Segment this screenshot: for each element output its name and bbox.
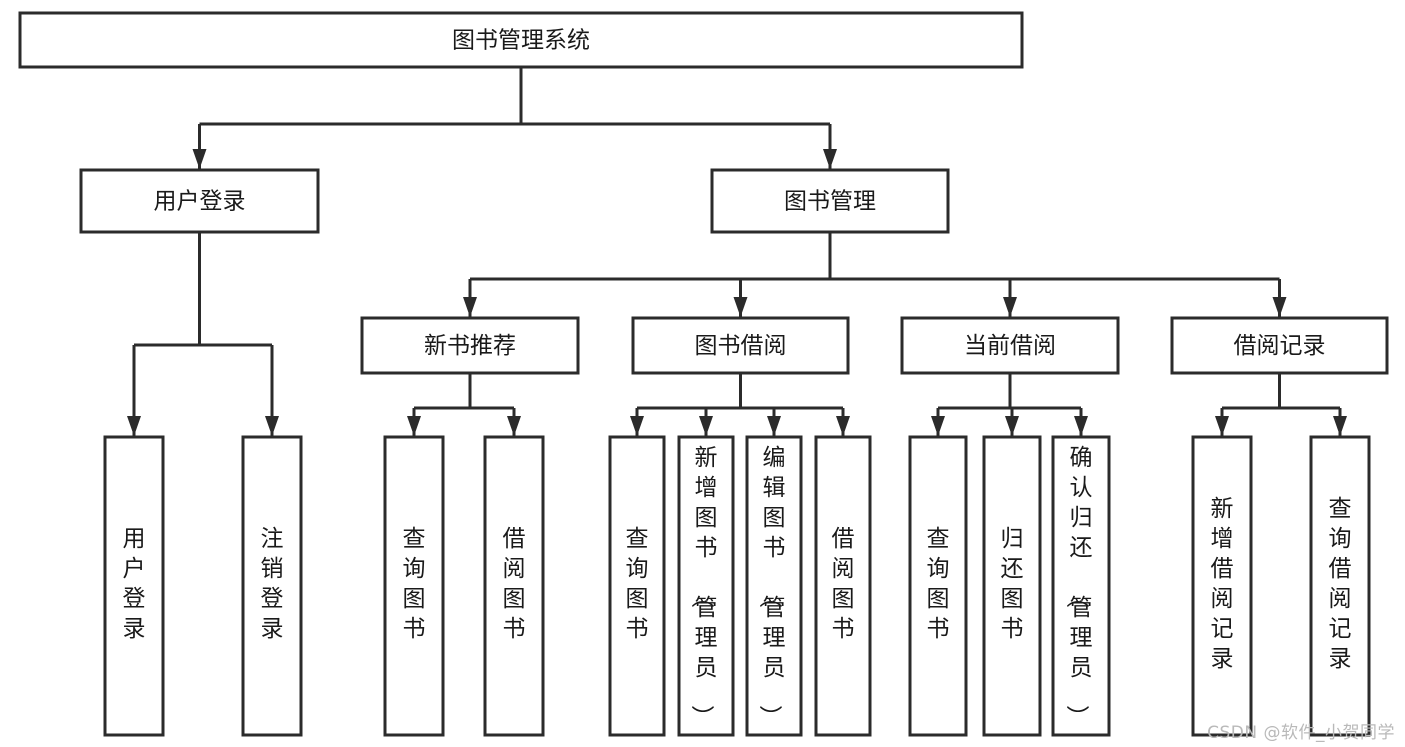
node-label-leaf-borrow-book: 借阅图书 (832, 526, 855, 642)
node-layer: 图书管理系统用户登录图书管理新书推荐图书借阅当前借阅借阅记录用户登录注销登录查询… (18, 11, 1389, 737)
arrow-head-icon (1003, 297, 1017, 317)
node-label-leaf-query-record: 查询借阅记录 (1329, 496, 1352, 672)
node-box-leaf-borrow-book-rec (483, 435, 545, 737)
node-leaf-query-book-borrow[interactable]: 查询图书 (608, 435, 666, 737)
connector-group-book-manage (463, 232, 1287, 317)
node-leaf-confirm-return[interactable]: 确认归还（管理员） (1051, 435, 1111, 737)
node-current-borrow[interactable]: 当前借阅 (900, 316, 1120, 375)
node-book-borrow[interactable]: 图书借阅 (631, 316, 850, 375)
node-box-leaf-borrow-book (814, 435, 872, 737)
node-label-leaf-edit-book: 编辑图书（管理员） (757, 445, 786, 728)
arrow-head-icon (192, 149, 207, 169)
node-box-leaf-query-record (1309, 435, 1371, 737)
node-label-current-borrow: 当前借阅 (964, 333, 1056, 359)
node-leaf-borrow-book-rec[interactable]: 借阅图书 (483, 435, 545, 737)
arrow-head-icon (931, 416, 945, 436)
arrow-head-icon (265, 416, 279, 436)
node-box-leaf-add-record (1191, 435, 1253, 737)
node-box-borrow-record (1170, 316, 1389, 375)
connector-group-root (192, 67, 837, 169)
node-box-book-borrow (631, 316, 850, 375)
node-box-leaf-query-book-borrow (608, 435, 666, 737)
node-leaf-add-record[interactable]: 新增借阅记录 (1191, 435, 1253, 737)
arrow-head-icon (407, 416, 421, 436)
node-box-leaf-query-book-cur (908, 435, 968, 737)
arrow-head-icon (836, 416, 850, 436)
node-label-root: 图书管理系统 (452, 28, 590, 54)
node-box-leaf-return-book (982, 435, 1042, 737)
arrow-head-icon (507, 416, 521, 436)
node-box-leaf-logout (241, 435, 303, 737)
node-label-leaf-add-book: 新增图书（管理员） (689, 445, 718, 728)
node-box-user-login (79, 168, 320, 234)
node-leaf-user-login[interactable]: 用户登录 (103, 435, 165, 737)
node-book-manage[interactable]: 图书管理 (710, 168, 950, 234)
node-root[interactable]: 图书管理系统 (18, 11, 1024, 69)
arrow-head-icon (1333, 416, 1347, 436)
node-leaf-query-book-rec[interactable]: 查询图书 (383, 435, 445, 737)
node-box-leaf-query-book-rec (383, 435, 445, 737)
node-user-login[interactable]: 用户登录 (79, 168, 320, 234)
node-leaf-add-book[interactable]: 新增图书（管理员） (677, 435, 735, 737)
arrow-head-icon (127, 416, 141, 436)
arrow-head-icon (767, 416, 781, 436)
node-box-new-book-rec (360, 316, 580, 375)
node-label-leaf-query-book-borrow: 查询图书 (626, 526, 649, 642)
node-label-leaf-borrow-book-rec: 借阅图书 (503, 526, 526, 642)
node-label-borrow-record: 借阅记录 (1234, 333, 1326, 359)
node-leaf-query-book-cur[interactable]: 查询图书 (908, 435, 968, 737)
connector-group-new-book-rec (407, 373, 521, 436)
node-label-book-borrow: 图书借阅 (695, 333, 787, 359)
arrow-head-icon (1074, 416, 1088, 436)
connector-group-user-login (127, 232, 279, 436)
node-box-leaf-confirm-return (1051, 435, 1111, 737)
node-label-leaf-add-record: 新增借阅记录 (1211, 496, 1234, 672)
node-borrow-record[interactable]: 借阅记录 (1170, 316, 1389, 375)
node-label-leaf-query-book-cur: 查询图书 (927, 526, 950, 642)
node-box-book-manage (710, 168, 950, 234)
arrow-head-icon (823, 149, 837, 169)
node-box-leaf-edit-book (745, 435, 803, 737)
connector-group-borrow-record (1215, 373, 1347, 436)
arrow-head-icon (1272, 297, 1287, 317)
node-label-leaf-confirm-return: 确认归还（管理员） (1064, 445, 1093, 728)
connector-group-book-borrow (630, 373, 850, 436)
node-leaf-logout[interactable]: 注销登录 (241, 435, 303, 737)
node-label-leaf-logout: 注销登录 (261, 526, 284, 642)
node-label-new-book-rec: 新书推荐 (424, 333, 516, 359)
node-box-leaf-user-login (103, 435, 165, 737)
arrow-head-icon (1005, 416, 1019, 436)
connector-layer (127, 67, 1347, 436)
arrow-head-icon (699, 416, 713, 436)
node-label-leaf-user-login: 用户登录 (123, 526, 146, 642)
node-leaf-query-record[interactable]: 查询借阅记录 (1309, 435, 1371, 737)
node-label-leaf-return-book: 归还图书 (1001, 526, 1024, 642)
connector-group-current-borrow (931, 373, 1088, 436)
arrow-head-icon (463, 297, 477, 317)
node-new-book-rec[interactable]: 新书推荐 (360, 316, 580, 375)
arrow-head-icon (1215, 416, 1229, 436)
arrow-head-icon (630, 416, 644, 436)
node-leaf-return-book[interactable]: 归还图书 (982, 435, 1042, 737)
node-box-current-borrow (900, 316, 1120, 375)
node-leaf-edit-book[interactable]: 编辑图书（管理员） (745, 435, 803, 737)
node-label-leaf-query-book-rec: 查询图书 (403, 526, 426, 642)
node-label-user-login: 用户登录 (154, 189, 246, 215)
node-label-book-manage: 图书管理 (784, 189, 876, 215)
arrow-head-icon (733, 297, 748, 317)
node-box-leaf-add-book (677, 435, 735, 737)
node-leaf-borrow-book[interactable]: 借阅图书 (814, 435, 872, 737)
node-box-root (18, 11, 1024, 69)
csdn-watermark: CSDN @软件_小贺同学 (1207, 723, 1395, 743)
